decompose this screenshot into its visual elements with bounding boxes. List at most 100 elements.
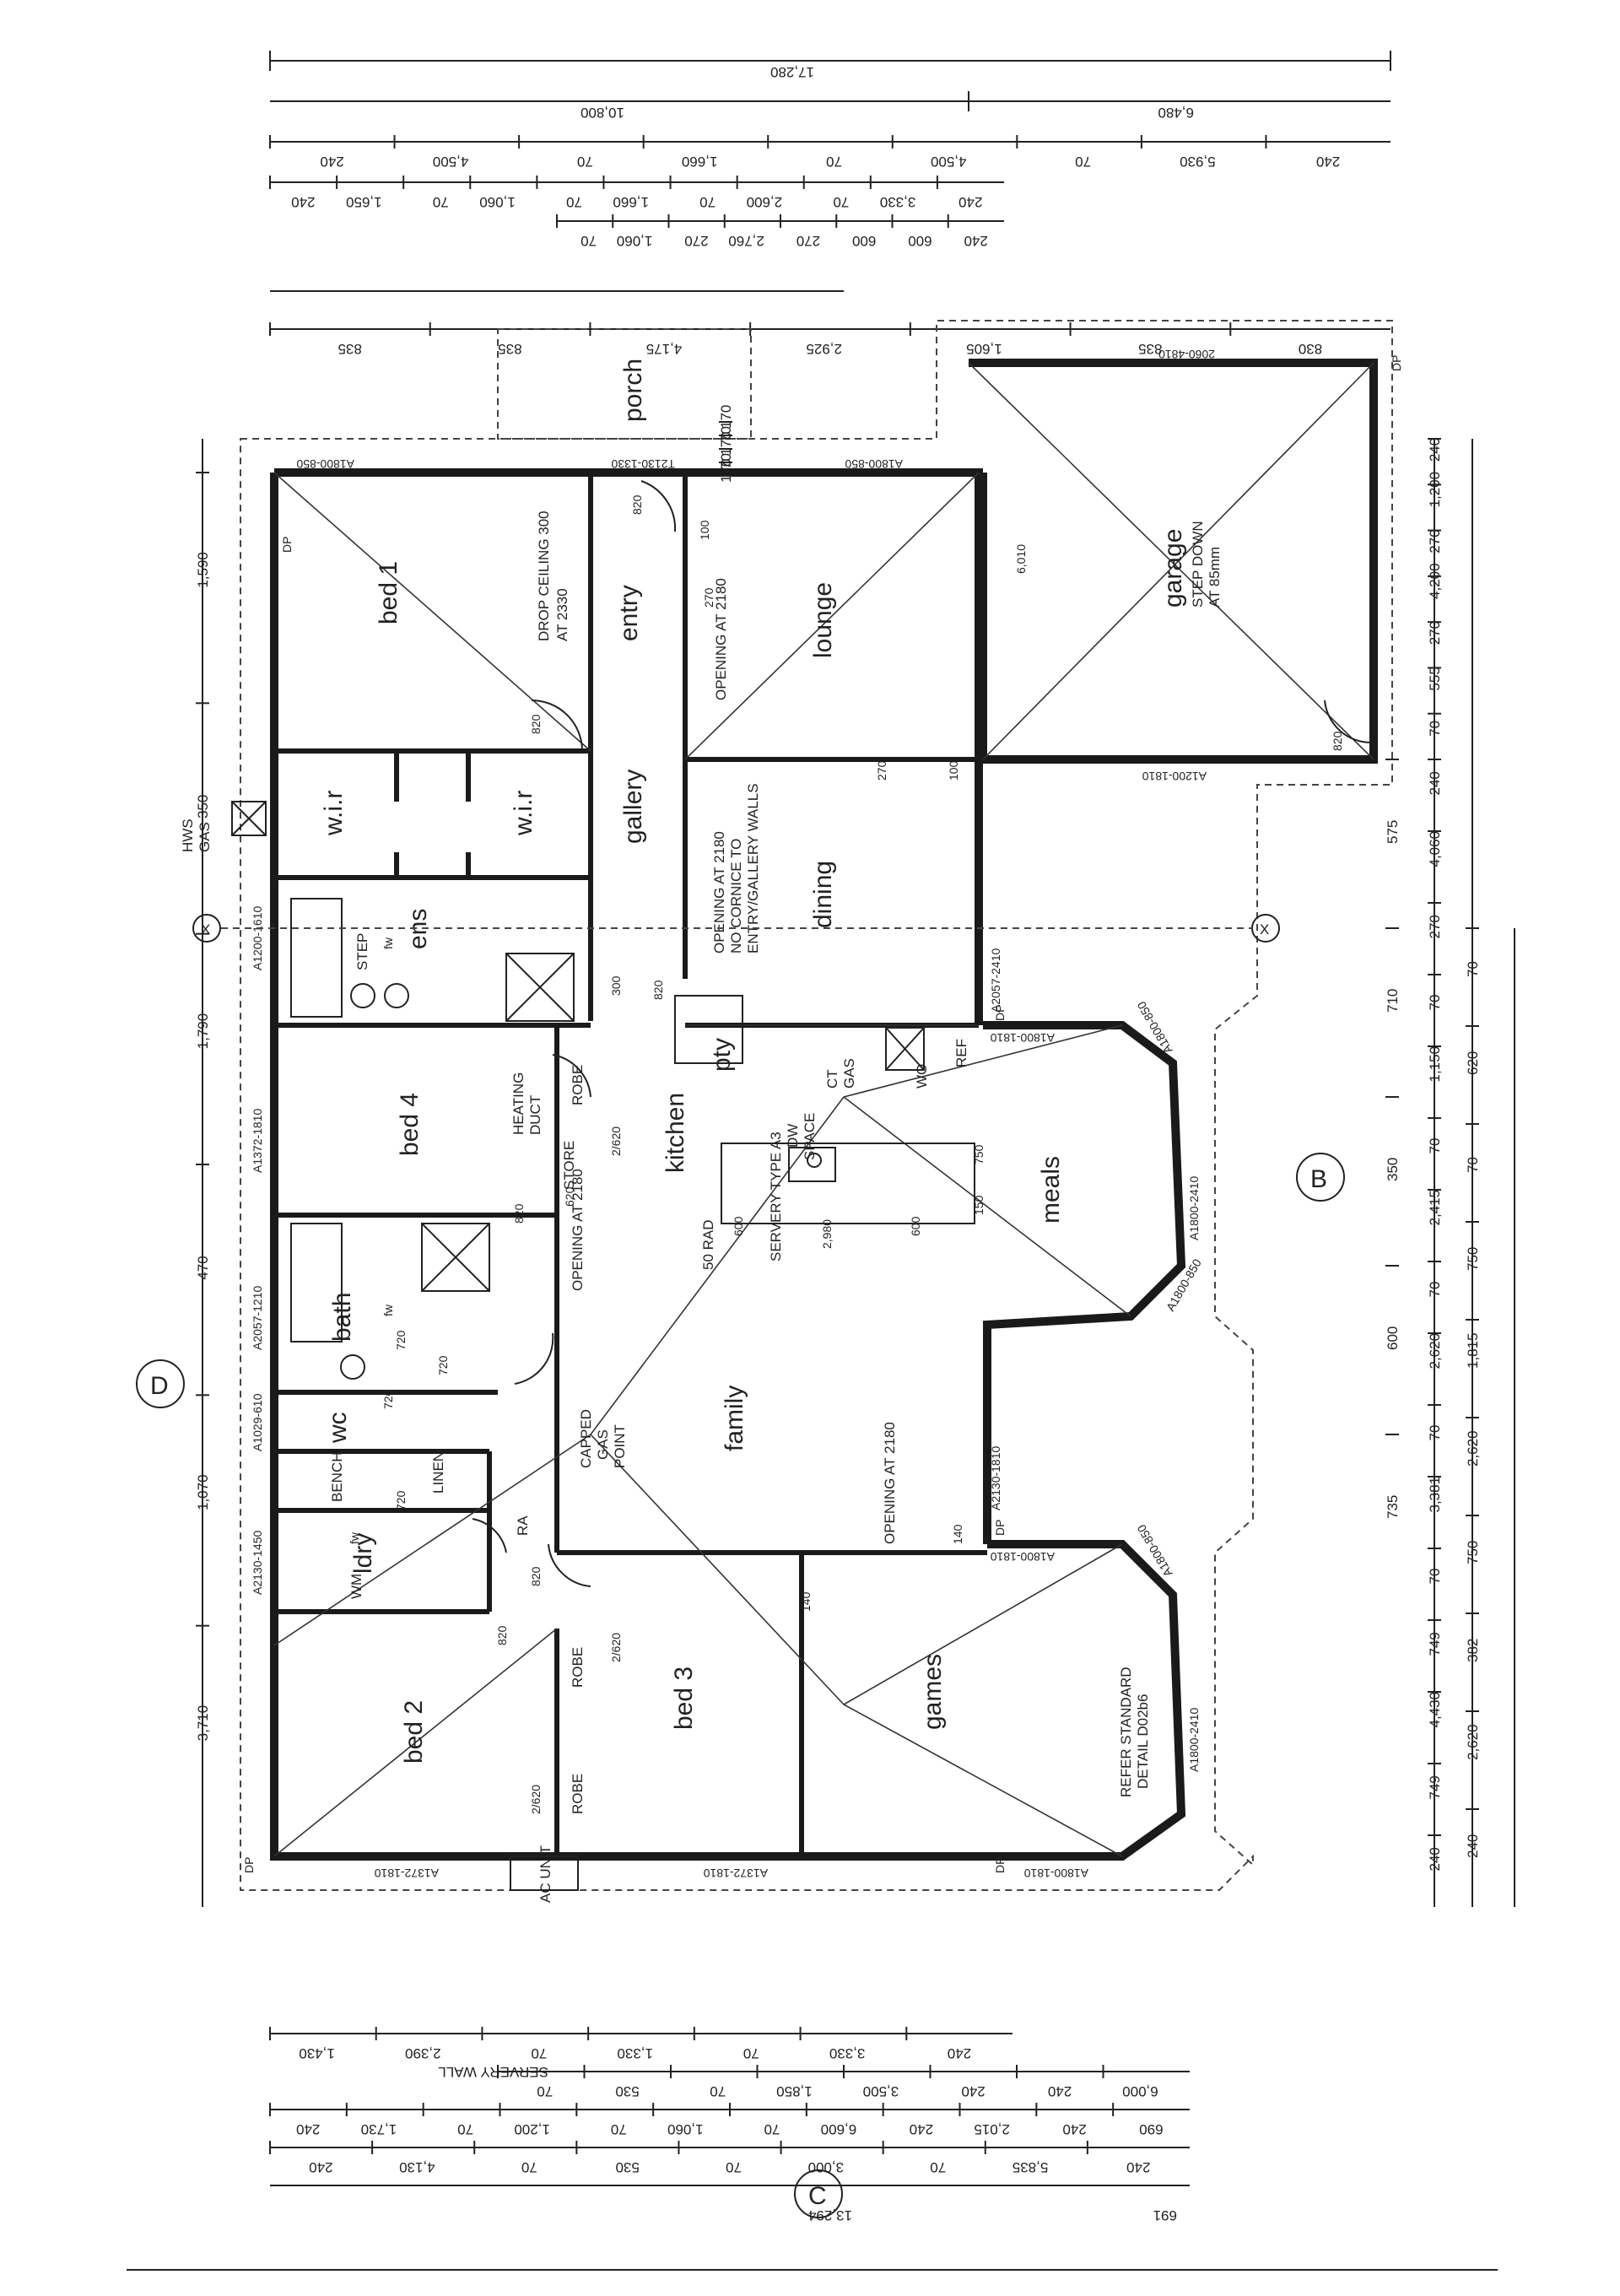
window-bed1-side: A1200-1610 (251, 905, 264, 970)
label-gauge-270b: 270 (875, 760, 888, 781)
note-garage-step-at: AT 85mm (1207, 547, 1223, 608)
dim-right-row3-9: 240 (1465, 1834, 1481, 1858)
grid-marker-x1: X (201, 921, 210, 937)
label-fw-3: fw (348, 1532, 361, 1544)
dim-porch-4: 1,605 (966, 341, 1002, 357)
note-ct: CT (824, 1069, 840, 1089)
dim-top-row4-4: 70 (566, 194, 582, 210)
window-garage-side: A1200-1810 (1142, 770, 1207, 783)
window-bed3-bottom: A1372-1810 (703, 1867, 768, 1880)
door-size-labels: 8208208208208207207207207202/6202/6202/6… (381, 494, 1344, 1814)
note-rad: 50 RAD (700, 1219, 716, 1270)
dim-right-row2-11: 70 (1427, 1569, 1443, 1585)
dim-right-row2-12: 749 (1427, 1632, 1443, 1656)
dim-right-row1-0: 240 (1427, 438, 1443, 462)
dim-bottom-row2-3: 530 (616, 2159, 640, 2175)
dim-top-row3-2: 70 (577, 154, 593, 170)
dim-bottom-row2-5: 3,000 (808, 2159, 845, 2175)
dim-right-row3-3: 750 (1465, 1247, 1481, 1271)
dim-bottom-row2-4: 70 (726, 2159, 742, 2175)
misc-dimensions: DP DP DP DP DP DP fw fw fw 100 270 270 1… (242, 355, 1403, 1873)
label-wall-170-0: 170 (718, 405, 734, 429)
door-size-1: 820 (630, 494, 644, 515)
dim-top-row4-0: 240 (291, 194, 315, 210)
dim-right-row2-3: 70 (1427, 995, 1443, 1011)
window-games-3: A1800-850 (1134, 1522, 1174, 1580)
dim-bottom-row2-7: 5,835 (1012, 2159, 1049, 2175)
dim-bottom-row3-3: 1,200 (514, 2121, 550, 2137)
label-gauge-100: 100 (698, 520, 711, 540)
note-step: STEP (354, 933, 370, 970)
note-ac-unit: AC UNIT (537, 1845, 554, 1903)
dim-porch-2: 4,175 (646, 341, 683, 357)
window-meals-1: A1800-1810 (990, 1031, 1055, 1045)
dim-bottom-row5-0: 1,430 (299, 2045, 335, 2061)
dim-bottom-row4-5: 240 (961, 2083, 985, 2099)
label-kitchen-750: 750 (972, 1144, 986, 1164)
dim-bottom-row2-2: 70 (521, 2159, 537, 2175)
dim-porch-1: 835 (498, 341, 521, 357)
dim-top-row3-5: 4,500 (931, 154, 967, 170)
dim-bottom-row5-2: 70 (531, 2045, 547, 2061)
dim-right-row2-8: 2,620 (1427, 1333, 1443, 1369)
note-bench: BENCH (329, 1451, 345, 1502)
dim-right-row2-6: 2,415 (1427, 1190, 1443, 1226)
door-size-2: 820 (512, 1203, 526, 1224)
dim-right-row3-8: 2,620 (1465, 1724, 1481, 1760)
dim-bottom-row2-1: 4,130 (399, 2159, 435, 2175)
dim-right-row1-1: 1,200 (1427, 472, 1443, 508)
dim-right-row4-3: 600 (1385, 1326, 1401, 1350)
door-size-9: 2/620 (609, 1126, 623, 1156)
dim-left-5: 3,710 (195, 1705, 211, 1742)
window-bath: A2057-1210 (251, 1285, 264, 1350)
window-games-bottom: A1800-1810 (1023, 1867, 1088, 1880)
door-size-14: 820 (651, 980, 665, 1000)
window-games-1: A1800-1810 (990, 1550, 1055, 1564)
dim-row2-a: 10,800 (580, 105, 624, 121)
note-opening-gallery-3: ENTRY/GALLERY WALLS (745, 783, 761, 954)
dim-right-row2-9: 70 (1427, 1425, 1443, 1441)
label-dp-3: DP (993, 1005, 1007, 1021)
dim-top-row3-8: 240 (1316, 154, 1340, 170)
grid-marker-d: D (150, 1372, 169, 1400)
dim-overall-bottom-b: 691 (1153, 2207, 1177, 2223)
window-bed4: A1372-1810 (251, 1108, 264, 1173)
dim-bottom-row3-9: 2,015 (974, 2121, 1010, 2137)
door-size-10: 2/620 (609, 1633, 623, 1662)
note-ra: RA (515, 1515, 531, 1536)
room-label-family: family (721, 1386, 748, 1451)
dim-top-row4-7: 2,600 (747, 194, 783, 210)
door-size-4: 820 (495, 1625, 509, 1645)
room-label-porch: porch (619, 359, 647, 422)
roof-hip-lines (273, 362, 1374, 1857)
note-wm: WM (348, 1574, 364, 1599)
dim-bottom-row3-1: 1,730 (361, 2121, 397, 2137)
note-capped-gas-3: POINT (612, 1424, 628, 1468)
room-label-wir-right: w.i.r (510, 791, 537, 836)
grid-marker-c: C (808, 2182, 827, 2210)
dim-bottom-row4-3: 1,850 (776, 2083, 813, 2099)
dim-right-row2-14: 749 (1427, 1775, 1443, 1799)
door-size-12: 620 (563, 1186, 576, 1207)
fixtures (231, 801, 975, 1891)
door-size-6: 720 (381, 1389, 395, 1409)
window-garage-door: 2060-4810 (1158, 348, 1215, 361)
dim-top-row4-3: 1,060 (479, 194, 516, 210)
label-wall-170-1: 70 (718, 426, 734, 442)
dim-right-row2-4: 1,150 (1427, 1046, 1443, 1083)
dim-top-row5-4: 270 (796, 233, 820, 249)
note-heating: HEATING (510, 1072, 526, 1135)
dim-left-0: 1,590 (195, 552, 211, 588)
note-hws: HWS (180, 818, 196, 852)
dim-bottom-row4-0: 70 (537, 2083, 553, 2099)
dim-top-row4-1: 1,650 (346, 194, 382, 210)
dim-right-row1-6: 70 (1427, 721, 1443, 737)
dim-right-row3-6: 750 (1465, 1541, 1481, 1564)
dim-right-row4-2: 350 (1385, 1158, 1401, 1181)
